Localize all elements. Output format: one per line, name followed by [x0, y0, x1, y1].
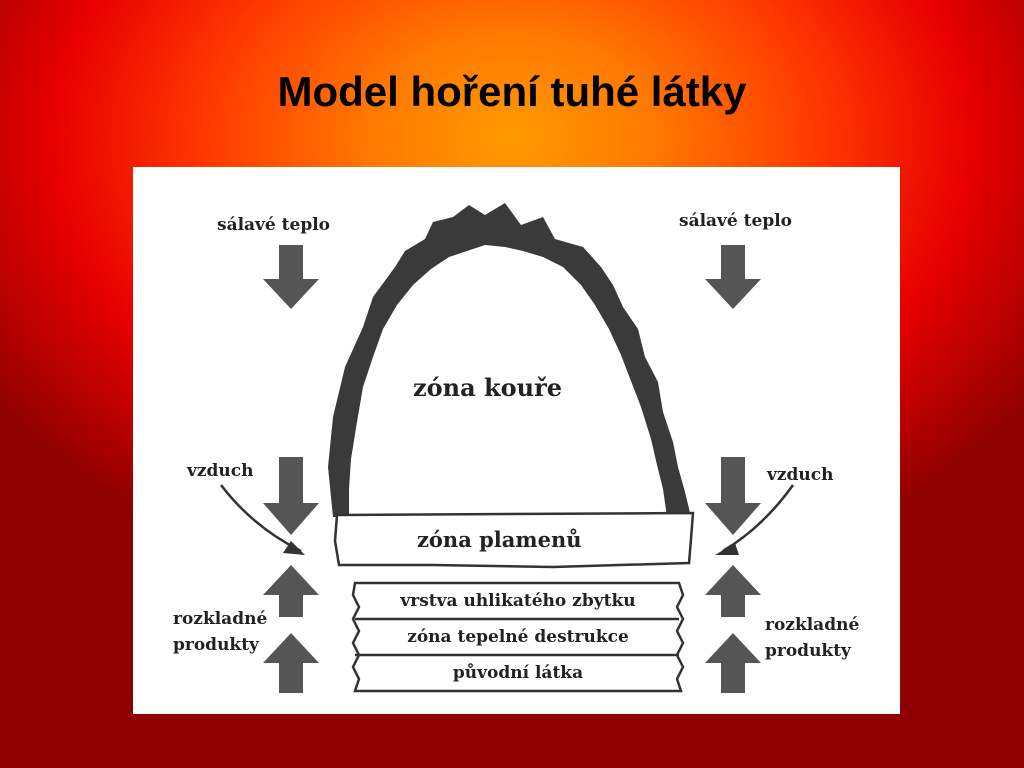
air-curve-arrowhead-right	[715, 543, 739, 555]
air-curve-arrowhead-left	[283, 541, 305, 555]
air-arrow-down-left	[263, 457, 319, 535]
products-arrow-up-left-2	[263, 633, 319, 693]
diagram-graphics	[220, 203, 795, 693]
products-arrow-up-right-2	[705, 633, 761, 693]
slide-title: Model hoření tuhé látky	[277, 68, 747, 115]
solid-layers-outline	[351, 581, 685, 693]
label-smoke-zone: zóna kouře	[413, 373, 562, 402]
label-radiant-heat-right: sálavé teplo	[679, 211, 793, 231]
air-arrow-down-right	[705, 457, 761, 535]
flame-zone-band	[333, 511, 695, 569]
label-products-right-line1: rozkladné	[765, 615, 860, 635]
label-products-right-line2: produkty	[765, 641, 851, 661]
products-arrow-up-right-1	[705, 565, 761, 617]
label-layer-thermal-destruction: zóna tepelné destrukce	[407, 627, 629, 647]
label-layer-original-material: původní látka	[452, 663, 584, 683]
products-arrow-up-left-1	[263, 565, 319, 617]
label-flame-zone: zóna plamenů	[417, 527, 582, 552]
label-air-right: vzduch	[767, 465, 834, 485]
label-products-left-line1: rozkladné	[173, 609, 268, 629]
radiant-heat-arrow-right	[705, 245, 761, 309]
label-products-left-line2: produkty	[173, 635, 259, 655]
smoke-plume-outline	[328, 203, 691, 517]
combustion-diagram: sálavé teplo sálavé teplo zóna kouře vzd…	[133, 167, 900, 714]
radiant-heat-arrow-left	[263, 245, 319, 309]
label-layer-carbon-residue: vrstva uhlikatého zbytku	[400, 591, 636, 611]
label-air-left: vzduch	[187, 461, 254, 481]
label-radiant-heat-left: sálavé teplo	[217, 215, 331, 235]
